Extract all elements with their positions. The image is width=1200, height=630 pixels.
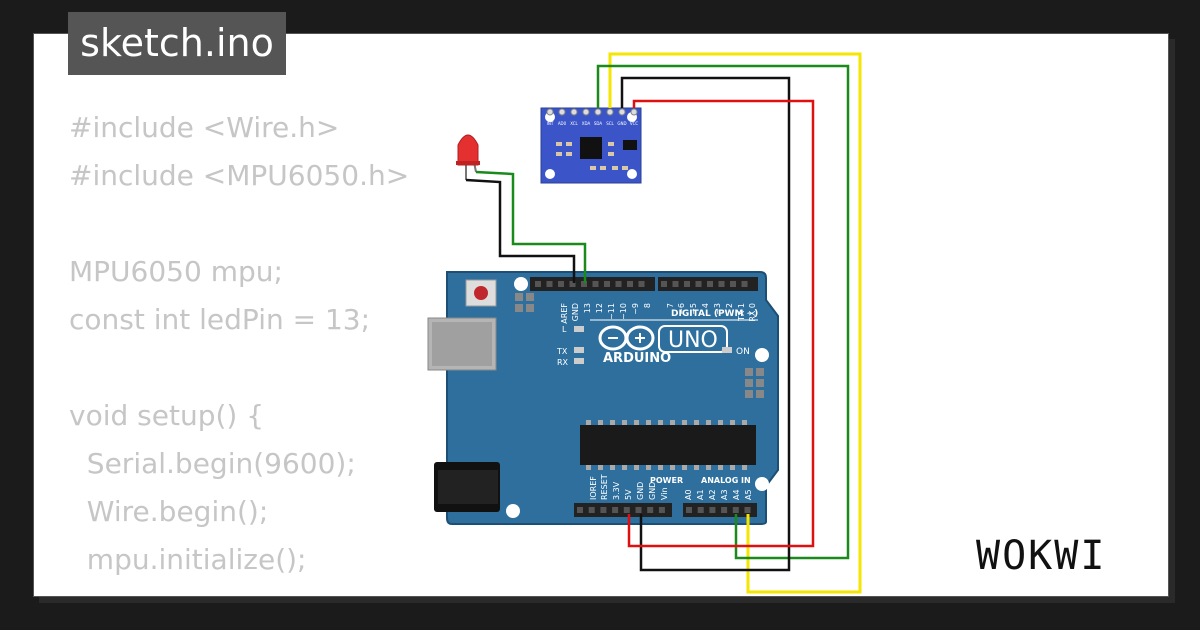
- arduino-uno-board[interactable]: DIGITAL (PWM ~) ARDUINO UNO ON L TX RX P…: [427, 271, 779, 525]
- power-pin-label: 5V: [624, 489, 633, 500]
- sensor-pin-label: XDA: [582, 121, 591, 126]
- wokwi-logo: WOKWI: [976, 533, 1106, 579]
- wires: [465, 52, 862, 594]
- code-line: #include <Wire.h>: [69, 111, 340, 144]
- code-line: Wire.begin();: [69, 495, 269, 528]
- power-pin-label: GND: [648, 482, 657, 500]
- top-pin-label: 13: [583, 303, 592, 313]
- top-pin-label: RX 0: [748, 303, 757, 322]
- sensor-pin-label: VCC: [630, 121, 639, 126]
- uno-label: UNO: [668, 328, 718, 353]
- analog-pin-label: A3: [720, 489, 729, 500]
- arduino-brand-label: ARDUINO: [603, 351, 671, 366]
- top-pin-label: 12: [595, 303, 604, 313]
- sensor-pin-label: SDA: [594, 121, 603, 126]
- arduino-logo-icon: [598, 325, 655, 351]
- top-pin-label: ~10: [619, 303, 628, 320]
- code-line: mpu.initialize();: [69, 543, 307, 576]
- power-pin-label: GND: [636, 482, 645, 500]
- code-line: pinMode(ledPin, OUTPUT);: [69, 584, 454, 596]
- sensor-pin-label: XCL: [570, 121, 578, 126]
- power-pin-label: RESET: [600, 474, 609, 500]
- top-pin-label: AREF: [560, 303, 569, 324]
- file-tab-sketch[interactable]: sketch.ino: [68, 12, 286, 75]
- analog-in-label: ANALOG IN: [701, 476, 751, 485]
- top-pin-label: ~3: [713, 303, 722, 315]
- analog-pin-label: A4: [732, 489, 741, 500]
- tx-label: TX: [556, 347, 568, 356]
- top-pin-label: TX 1: [737, 303, 746, 322]
- top-pin-label: ~11: [607, 303, 616, 320]
- top-pin-label: GND: [571, 303, 580, 321]
- top-pin-label: ~9: [631, 303, 640, 315]
- code-line: MPU6050 mpu;: [69, 255, 283, 288]
- analog-pin-label: A0: [684, 489, 693, 500]
- analog-pin-label: A2: [708, 489, 717, 500]
- power-pin-label: IOREF: [589, 476, 598, 500]
- power-pin-label: Vin: [660, 487, 669, 500]
- top-pin-label: 4: [701, 303, 710, 308]
- top-pin-label: 2: [725, 303, 734, 308]
- sensor-pin-label: GND: [617, 121, 626, 126]
- red-led[interactable]: [456, 134, 480, 180]
- rx-label: RX: [557, 358, 569, 367]
- code-line: #include <MPU6050.h>: [69, 159, 410, 192]
- sensor-pin-label: SCL: [606, 121, 614, 126]
- power-label: POWER: [650, 476, 683, 485]
- code-editor-preview: #include <Wire.h> #include <MPU6050.h> MPU…: [69, 104, 454, 596]
- power-pin-label: 3.3V: [612, 481, 621, 500]
- digital-header-label: DIGITAL (PWM ~): [671, 309, 758, 319]
- code-line: const int ledPin = 13;: [69, 303, 371, 336]
- code-line: Serial.begin(9600);: [69, 447, 356, 480]
- analog-pin-label: A1: [696, 489, 705, 500]
- svg-text:WOKWI: WOKWI: [976, 533, 1106, 579]
- on-led-label: ON: [736, 347, 750, 357]
- l-led-label: L: [562, 325, 567, 334]
- top-pin-label: 8: [643, 303, 652, 308]
- sensor-pin-label: AD0: [558, 121, 567, 126]
- top-pin-label: ~5: [689, 303, 698, 315]
- top-pin-label: ~6: [677, 303, 686, 315]
- analog-pin-label: A5: [744, 489, 753, 500]
- sensor-pin-label: INT: [547, 121, 554, 126]
- top-pin-label: 7: [666, 303, 675, 308]
- code-line: void setup() {: [69, 399, 265, 432]
